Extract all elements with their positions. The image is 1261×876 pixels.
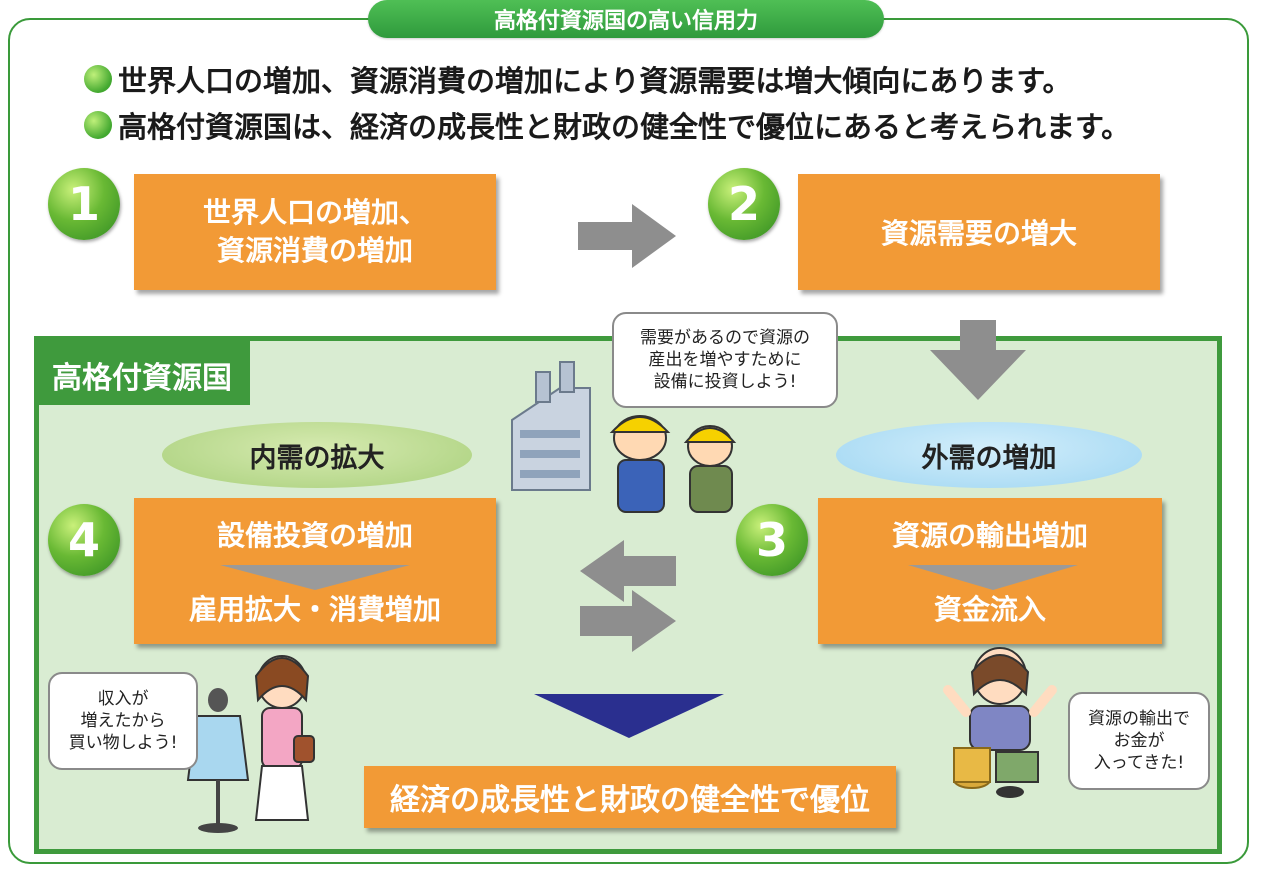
shopper-speech-bubble: 収入が 増えたから 買い物しよう! [48,672,198,770]
down-triangle-icon [908,565,1078,590]
bullet-1-text: 世界人口の増加、資源消費の増加により資源需要は増大傾向にあります。 [118,64,1072,98]
step-1-line2: 資源消費の増加 [216,234,413,267]
step-1-badge: 1 [48,168,120,240]
conclusion-text: 経済の成長性と財政の健全性で優位 [390,783,870,818]
arrow-down-icon [930,320,1026,400]
conclusion-box: 経済の成長性と財政の健全性で優位 [364,766,896,828]
arrow-left-icon [580,540,676,602]
workers-bubble-line: 設備に投資しよう! [653,372,797,393]
step-1-line1: 世界人口の増加、 [202,196,427,230]
money-bubble-line: お金が [1113,730,1165,751]
shopper-bubble-line: 収入が [97,688,149,709]
money-bubble-line: 入ってきた! [1093,753,1185,774]
shopper-bubble-line: 増えたから [80,710,166,731]
step-1-box: 世界人口の増加、 資源消費の増加 [134,174,496,290]
step-3-top: 資源の輸出増加 [891,519,1088,552]
workers-speech-bubble: 需要があるので資源の 産出を増やすために 設備に投資しよう! [612,312,838,408]
workers-icon [609,415,737,513]
panel-label: 高格付資源国 [34,345,250,405]
bullet-2: 高格付資源国は、経済の成長性と財政の健全性で優位にあると考えられます。 [84,104,1130,146]
step-4-badge: 4 [48,504,120,576]
factory-icon [511,361,591,491]
workers-bubble-line: 需要があるので資源の [640,327,810,348]
money-bubble-line: 資源の輸出で [1088,708,1190,729]
step-2-badge: 2 [708,168,780,240]
arrow-right-lower-icon [580,590,676,652]
money-woman-icon [943,647,1057,798]
panel-label-cap [34,336,250,346]
step-4-bottom: 雇用拡大・消費増加 [188,593,441,626]
shopper-bubble-line: 買い物しよう! [68,733,178,754]
domestic-demand-ellipse: 内需の拡大 [162,422,472,488]
step-4-top: 設備投資の増加 [216,519,413,552]
money-speech-bubble: 資源の輸出で お金が 入ってきた! [1068,692,1210,790]
navy-down-triangle-icon [534,694,724,738]
step-2-text: 資源需要の増大 [880,217,1077,250]
external-demand-label: 外需の増加 [921,442,1057,474]
workers-bubble-line: 産出を増やすために [648,349,802,370]
domestic-demand-label: 内需の拡大 [249,442,385,474]
step-2-box: 資源需要の増大 [798,174,1160,290]
shopper-woman-icon [254,655,315,821]
step-3-badge: 3 [736,504,808,576]
external-demand-ellipse: 外需の増加 [836,422,1142,488]
down-triangle-icon [220,565,410,590]
bullet-1: 世界人口の増加、資源消費の増加により資源需要は増大傾向にあります。 [84,58,1072,100]
arrow-right-icon [578,204,676,268]
title-tab: 高格付資源国の高い信用力 [368,0,884,38]
bullet-2-text: 高格付資源国は、経済の成長性と財政の健全性で優位にあると考えられます。 [118,110,1131,144]
step-3-bottom: 資金流入 [933,593,1046,626]
green-dot-icon [84,65,112,93]
green-dot-icon [84,111,112,139]
